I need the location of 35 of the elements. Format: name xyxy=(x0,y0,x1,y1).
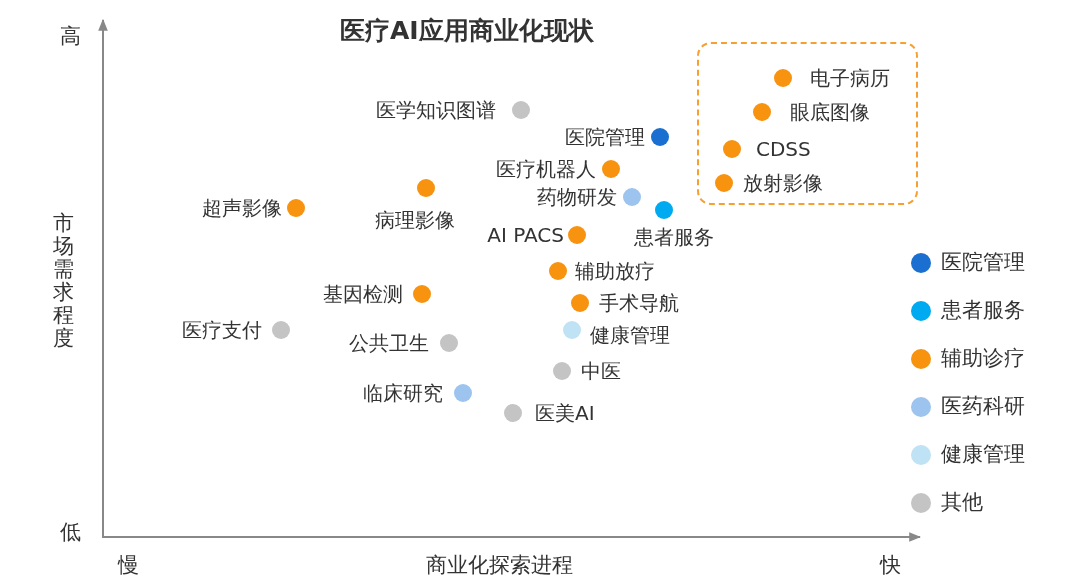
legend-label: 医药科研 xyxy=(941,394,1025,418)
point-label: 药物研发 xyxy=(537,185,617,209)
axis-title: 商业化探索进程 xyxy=(426,553,573,577)
legend-label: 医院管理 xyxy=(941,250,1025,274)
point-label: 电子病历 xyxy=(810,66,890,90)
legend-label: 辅助诊疗 xyxy=(941,346,1025,370)
point-label: 医疗机器人 xyxy=(496,157,596,181)
point-label: 基因检测 xyxy=(323,282,403,306)
point-label: 临床研究 xyxy=(363,381,443,405)
axis-title: 市场需求程度 xyxy=(53,212,75,350)
axis-end-label: 低 xyxy=(60,520,81,544)
point-label: 手术导航 xyxy=(599,291,679,315)
point-label: 超声影像 xyxy=(202,196,282,220)
point-label: 患者服务 xyxy=(634,225,714,249)
point-label: 辅助放疗 xyxy=(575,259,655,283)
axis-end-label: 高 xyxy=(60,24,81,48)
point-label: 公共卫生 xyxy=(349,331,429,355)
point-label: 眼底图像 xyxy=(790,100,870,124)
point-label: 医院管理 xyxy=(565,125,645,149)
point-label: CDSS xyxy=(756,137,811,161)
axis-end-label: 快 xyxy=(880,553,901,577)
axis-end-label: 慢 xyxy=(118,553,139,577)
point-label: AI PACS xyxy=(487,223,564,247)
point-label: 医美AI xyxy=(535,401,595,425)
point-label: 医学知识图谱 xyxy=(376,98,496,122)
legend-label: 健康管理 xyxy=(941,442,1025,466)
point-label: 放射影像 xyxy=(743,171,823,195)
legend-label: 患者服务 xyxy=(941,298,1025,322)
point-label: 病理影像 xyxy=(375,208,455,232)
point-label: 医疗支付 xyxy=(182,318,262,342)
highlight-box xyxy=(697,42,918,205)
chart-title: 医疗AI应用商业化现状 xyxy=(340,15,594,47)
legend-label: 其他 xyxy=(941,490,983,514)
point-label: 健康管理 xyxy=(590,323,670,347)
point-label: 中医 xyxy=(581,359,621,383)
